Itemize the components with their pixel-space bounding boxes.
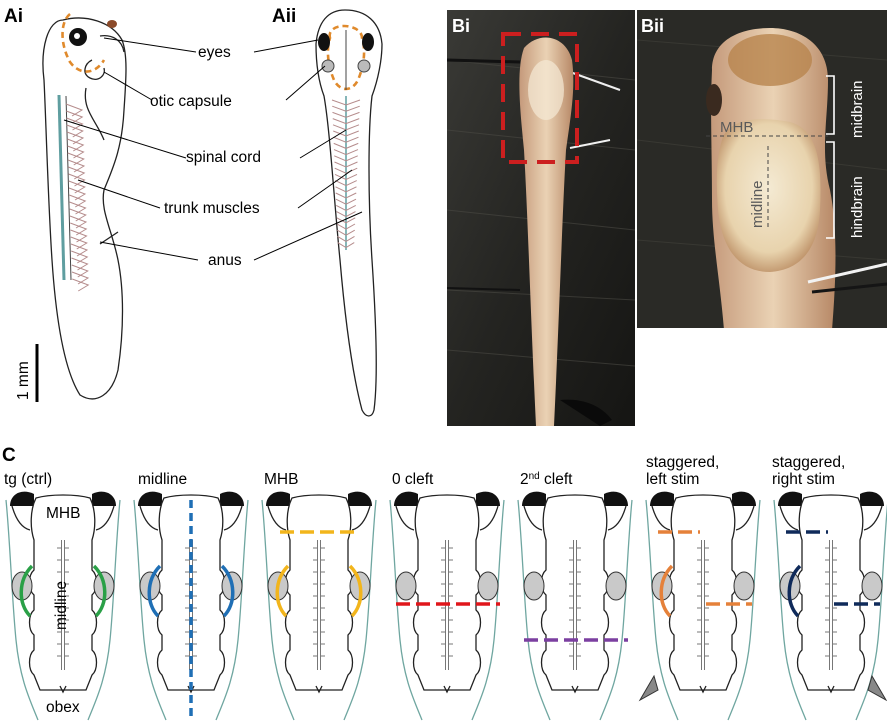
brain-outline <box>798 495 865 690</box>
brain-schematic <box>262 492 376 720</box>
tadpole-lateral-drawing <box>43 14 126 399</box>
eye-icon <box>522 492 546 506</box>
photo-bi: Bi 1 mm <box>447 10 635 443</box>
callout-spinal-cord: spinal cord <box>186 149 261 166</box>
panel-label-bii: Bii <box>641 16 664 36</box>
brain-schematic <box>518 492 632 720</box>
photo-bii: Bii MHB midline midbrain hindbrain <box>637 10 887 330</box>
tadpole-dorsal-drawing <box>316 10 382 416</box>
bii-hindbrain-label: hindbrain <box>849 176 866 238</box>
c-obex-label: obex <box>46 699 80 716</box>
eye-icon <box>92 492 116 506</box>
otic-capsule <box>524 572 544 600</box>
faint-scale-label: 1 mm <box>452 431 480 443</box>
eye-icon <box>348 492 372 506</box>
panel-label-ai: Ai <box>4 6 23 27</box>
otic-capsule <box>396 572 416 600</box>
eye-icon <box>604 492 628 506</box>
brain-outline <box>542 495 609 690</box>
eye-icon <box>860 492 884 506</box>
panel-label-aii: Aii <box>272 6 296 27</box>
otic-capsule <box>478 572 498 600</box>
eye-icon <box>732 492 756 506</box>
brain-schematic <box>774 492 887 720</box>
c-mhb-label: MHB <box>46 505 80 522</box>
bii-midline-label: midline <box>749 180 766 228</box>
brain-outline <box>414 495 481 690</box>
brain-outline <box>670 495 737 690</box>
eye-icon <box>220 492 244 506</box>
panel-label-bi: Bi <box>452 16 470 36</box>
eye-icon <box>10 492 34 506</box>
condition-title-2nd-cleft: 2nd cleft <box>520 471 573 489</box>
spinal-cord-line <box>59 95 64 280</box>
eye-icon <box>476 492 500 506</box>
callout-eyes: eyes <box>198 44 231 61</box>
brain-schematics <box>6 492 887 720</box>
brain-schematic <box>390 492 504 720</box>
otic-capsule <box>734 572 754 600</box>
condition-title-staggered-right-1: staggered, <box>772 454 845 471</box>
condition-title-mhb: MHB <box>264 471 298 488</box>
condition-title-ctrl: tg (ctrl) <box>4 471 52 488</box>
callout-list: eyes otic capsule spinal cord trunk musc… <box>64 38 362 269</box>
scale-bar-label: 1 mm <box>15 361 32 400</box>
muscle-chevron <box>72 279 88 291</box>
eye-icon <box>138 492 162 506</box>
eye-icon <box>266 492 290 506</box>
brain-schematic <box>134 492 248 720</box>
condition-title-midline: midline <box>138 471 187 488</box>
callout-anus: anus <box>208 252 242 269</box>
brain-schematic <box>640 492 760 720</box>
brain-outline <box>286 495 353 690</box>
callout-trunk-muscles: trunk muscles <box>164 200 260 217</box>
eye-icon <box>778 492 802 506</box>
condition-title-staggered-left-2: left stim <box>646 471 699 488</box>
panel-label-c: C <box>2 445 16 466</box>
bii-midbrain-label: midbrain <box>849 80 866 138</box>
trunk-muscles-lateral <box>66 104 88 291</box>
callout-otic-capsule: otic capsule <box>150 93 232 110</box>
condition-title-staggered-left-1: staggered, <box>646 454 719 471</box>
condition-title-0-cleft: 0 cleft <box>392 471 434 488</box>
eye-icon <box>394 492 418 506</box>
stim-electrode-icon <box>640 676 658 700</box>
eye-icon <box>650 492 674 506</box>
eye-icon <box>318 33 330 51</box>
otic-capsule <box>862 572 882 600</box>
otic-capsule <box>606 572 626 600</box>
eye-icon <box>362 33 374 51</box>
bii-mhb-label: MHB <box>720 119 753 136</box>
stim-electrode-icon <box>868 676 886 700</box>
condition-title-staggered-right-2: right stim <box>772 471 835 488</box>
c-midline-label: midline <box>53 581 70 630</box>
